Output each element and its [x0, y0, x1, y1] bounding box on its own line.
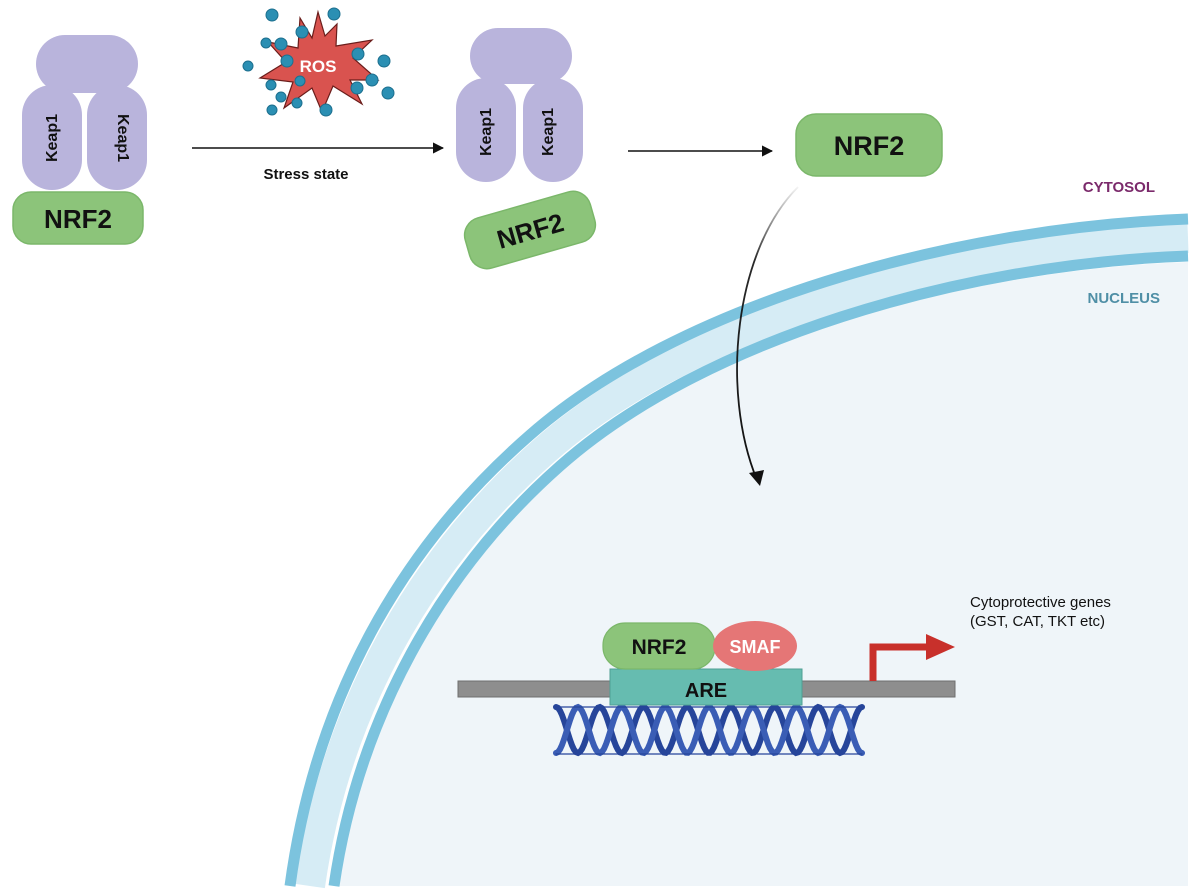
nrf2-box-basal [12, 191, 144, 245]
ros-particle [265, 8, 279, 22]
ros-particle [266, 104, 278, 116]
translocation-arrowhead-icon [749, 470, 764, 486]
ros-particle [291, 97, 303, 109]
nucleus-fill [335, 262, 1188, 886]
keap1-nrf2-complex-basal: Keap1 Keap1 NRF2 [12, 35, 147, 245]
ros-particles [242, 7, 395, 117]
ros-particle [319, 103, 333, 117]
ros-particle [327, 7, 341, 21]
ros-particle [265, 79, 277, 91]
smaf-label: SMAF [730, 637, 781, 657]
keap1-nrf2-complex-stressed: Keap1 Keap1 NRF2 [456, 28, 597, 270]
keap1-right-arm [523, 78, 583, 182]
nuclear-envelope-inner [328, 250, 1189, 887]
keap1-left-arm [22, 85, 82, 190]
ros-particle [350, 81, 364, 95]
smaf-protein [713, 621, 797, 671]
transcription-arrowhead-icon [926, 634, 955, 660]
nuclear-envelope-gap [295, 223, 1189, 889]
ros-particle [381, 86, 395, 100]
ros-particle [295, 25, 309, 39]
nrf2-box-dissociating [463, 190, 597, 270]
are-element [609, 668, 803, 706]
nrf2-label-free: NRF2 [834, 131, 905, 161]
stress-state-label: Stress state [263, 166, 348, 183]
keap1-right-label: Keap1 [540, 108, 557, 156]
dna-helix-icon [553, 703, 865, 757]
nrf2-box-free [795, 113, 943, 177]
nrf2-label-basal: NRF2 [44, 204, 112, 234]
ros-particle [242, 60, 254, 72]
ros-particle [377, 54, 391, 68]
ros-particle [351, 47, 365, 61]
nuclear-envelope-outer [284, 213, 1189, 887]
keap1-notch [76, 93, 84, 103]
keap1-left-label: Keap1 [478, 108, 495, 156]
are-label: ARE [685, 680, 727, 702]
cytoprotective-genes-label: Cytoprotective genes [970, 594, 1111, 611]
nuclear-translocation-arrow [736, 186, 799, 481]
ros-burst: ROS [242, 7, 395, 117]
keap1-notch [511, 85, 519, 96]
nucleus-label: NUCLEUS [1087, 290, 1160, 307]
ros-particle [365, 73, 379, 87]
ros-particle [275, 91, 287, 103]
free-nrf2: NRF2 [795, 113, 943, 177]
keap1-dimer-head [470, 28, 572, 84]
keap1-right-arm [87, 85, 147, 190]
keap1-dimer-head [36, 35, 138, 93]
ros-particle [260, 37, 272, 49]
nucleus [284, 213, 1189, 889]
cytoprotective-genes-examples: (GST, CAT, TKT etc) [970, 613, 1105, 630]
nrf2-label-bound: NRF2 [632, 636, 687, 659]
dna-helix-strand-a [553, 703, 865, 757]
keap1-left-arm [456, 78, 516, 182]
ros-particle [274, 37, 288, 51]
transcription-start-arrow-icon [869, 643, 930, 681]
keap1-right-label: Keap1 [114, 114, 131, 162]
promoter-region: ARE NRF2 SMAF [457, 621, 956, 757]
ros-particle [294, 75, 306, 87]
cytosol-label: CYTOSOL [1083, 179, 1155, 196]
ros-particle [280, 54, 294, 68]
ros-label: ROS [300, 57, 337, 76]
keap1-left-label: Keap1 [44, 114, 61, 162]
